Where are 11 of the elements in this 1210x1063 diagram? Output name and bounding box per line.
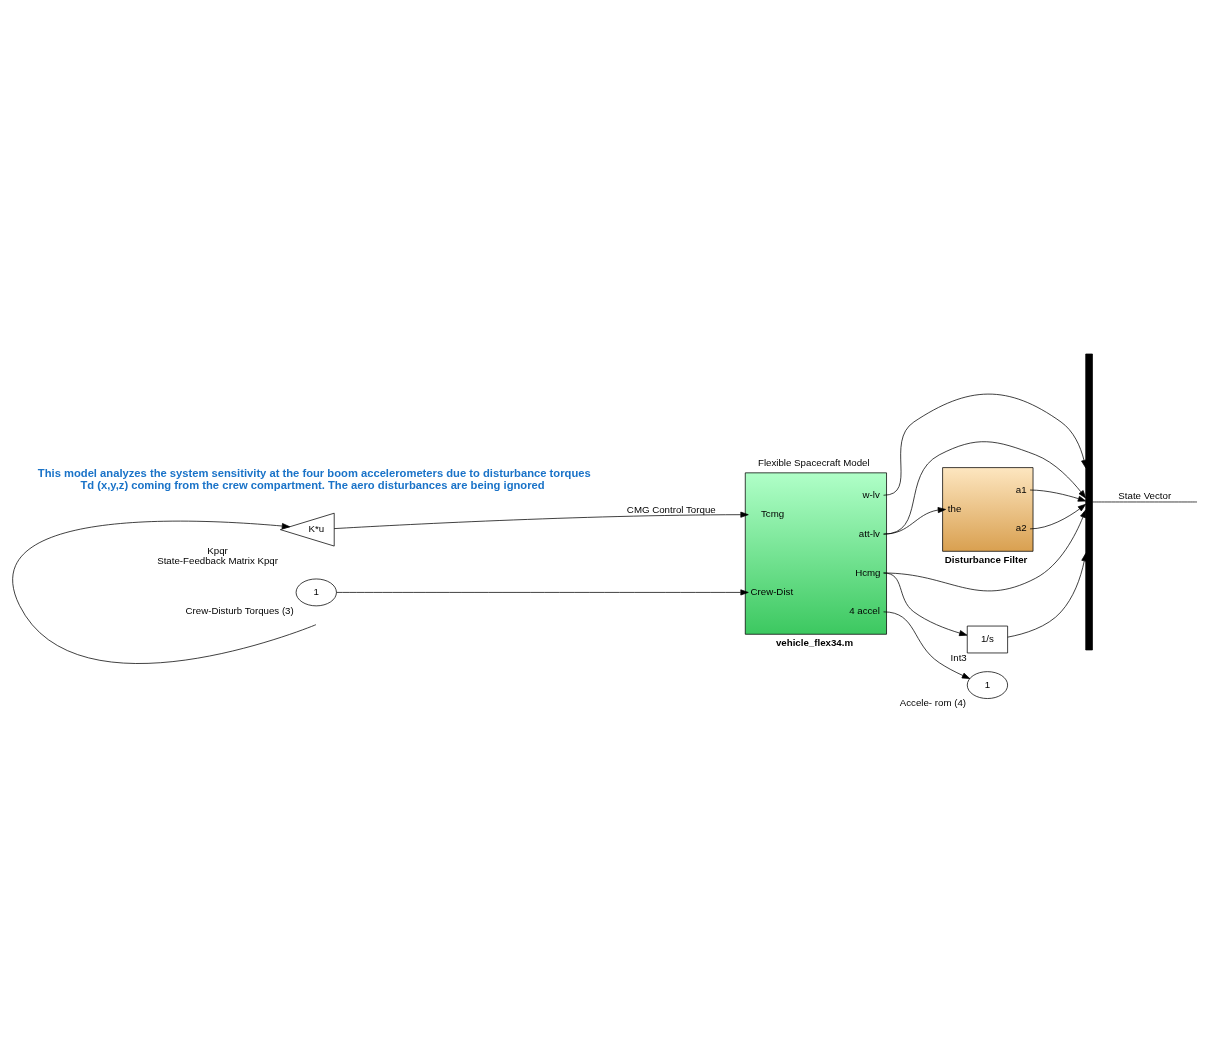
node-label: Flexible Spacecraft Model [757,456,870,468]
node-label: Crew-Disturb Torques (3) [185,604,294,616]
node-label: Int3 [950,651,967,663]
node-label: Accele- rom (4) [899,697,967,709]
edge-label: State Vector [1118,490,1172,502]
node-label: vehicle_flex34.m [775,636,854,648]
edge-label: CMG Control Torque [626,503,716,515]
node-label: State-Feedback Matrix Kpqr [157,555,279,567]
label: This model analyzes the system sensitivity at the four boom accelerometers due to disturbance torques Td (x,y,z) coming from the crew compartment. The aero disturbances are being ignored [37,467,591,491]
node-label: Disturbance Filter [944,553,1028,565]
node-label: Kpqr [207,544,228,556]
